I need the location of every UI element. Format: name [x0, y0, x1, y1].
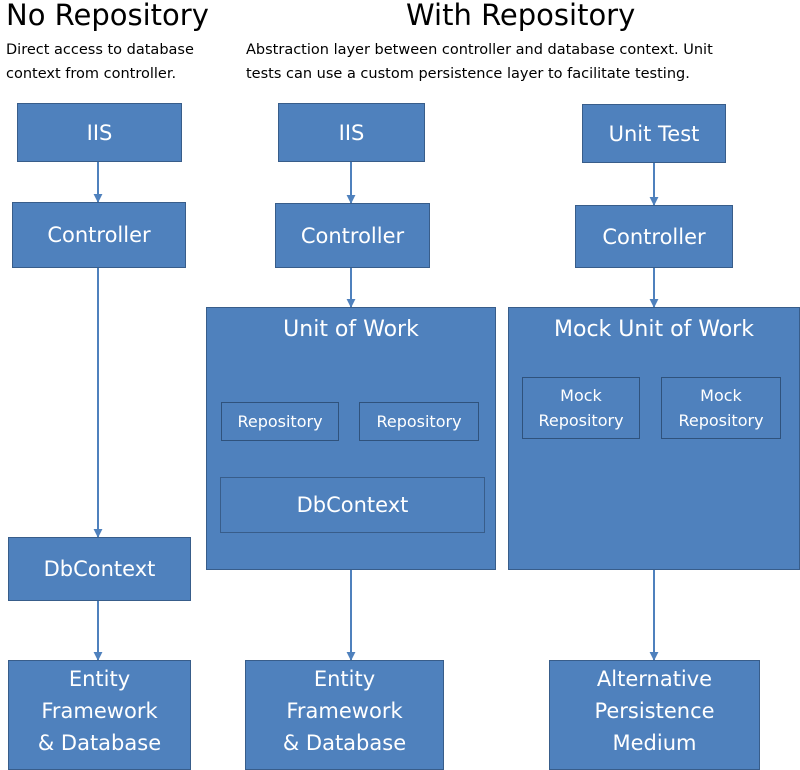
- middle-dbcontext-box: DbContext: [220, 477, 485, 533]
- middle-entity-framework-database-box: Entity Framework & Database: [245, 660, 444, 770]
- middle-dbcontext-label: DbContext: [296, 493, 409, 517]
- mock-repository-2-label: Mock Repository: [678, 386, 764, 430]
- left-storage-label: Entity Framework & Database: [37, 667, 162, 755]
- no-repository-description-line-2: context from controller.: [6, 66, 177, 82]
- alternative-persistence-medium-box: Alternative Persistence Medium: [549, 660, 760, 770]
- no-repository-title: No Repository: [6, 0, 209, 32]
- no-repository-description: Direct access to database context from c…: [6, 38, 194, 86]
- left-iis-box: IIS: [17, 103, 182, 162]
- middle-iis-box: IIS: [278, 103, 425, 162]
- right-controller-box: Controller: [575, 205, 733, 268]
- unit-of-work-label: Unit of Work: [283, 317, 419, 342]
- left-dbcontext-label: DbContext: [43, 557, 156, 581]
- no-repository-description-line-1: Direct access to database: [6, 42, 194, 58]
- repository-box-1: Repository: [221, 402, 339, 441]
- left-dbcontext-box: DbContext: [8, 537, 191, 601]
- with-repository-description-line-2: tests can use a custom persistence layer…: [246, 66, 690, 82]
- middle-iis-label: IIS: [338, 120, 365, 145]
- with-repository-title: With Repository: [406, 0, 636, 32]
- left-controller-label: Controller: [47, 223, 151, 247]
- left-controller-box: Controller: [12, 202, 186, 268]
- mock-repository-box-1: Mock Repository: [522, 377, 640, 439]
- repository-1-label: Repository: [237, 412, 323, 431]
- repository-2-label: Repository: [376, 412, 462, 431]
- middle-controller-label: Controller: [300, 223, 405, 248]
- mock-repository-box-2: Mock Repository: [661, 377, 781, 439]
- with-repository-description-line-1: Abstraction layer between controller and…: [246, 42, 713, 58]
- unit-test-box: Unit Test: [582, 104, 726, 163]
- with-repository-description: Abstraction layer between controller and…: [246, 38, 713, 86]
- middle-controller-box: Controller: [275, 203, 430, 268]
- mock-repository-1-label: Mock Repository: [538, 386, 624, 430]
- right-storage-label: Alternative Persistence Medium: [594, 667, 715, 755]
- left-entity-framework-database-box: Entity Framework & Database: [8, 660, 191, 770]
- repository-box-2: Repository: [359, 402, 479, 441]
- right-controller-label: Controller: [602, 224, 706, 249]
- left-iis-label: IIS: [86, 120, 113, 145]
- middle-storage-label: Entity Framework & Database: [282, 667, 407, 755]
- mock-unit-of-work-label: Mock Unit of Work: [554, 317, 754, 342]
- unit-test-label: Unit Test: [608, 121, 700, 146]
